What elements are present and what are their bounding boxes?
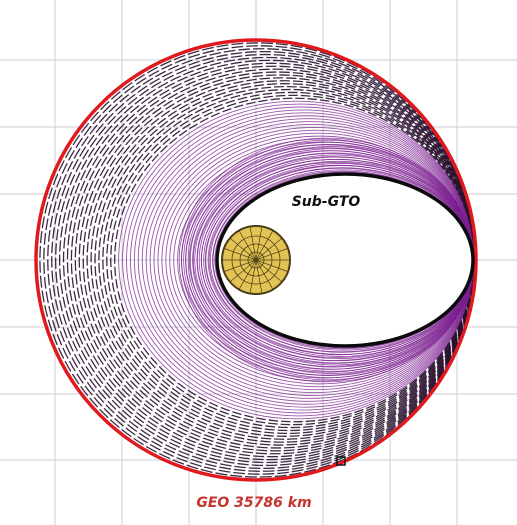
geo-label: GEO 35786 km (196, 495, 311, 511)
sub-gto-label: Sub-GTO (292, 194, 361, 210)
geo-orbit (34, 38, 478, 482)
insertion-point-marker (336, 456, 346, 466)
sub-gto-orbit (215, 172, 475, 348)
earth-globe (221, 225, 291, 295)
earth-meridian (223, 248, 289, 272)
